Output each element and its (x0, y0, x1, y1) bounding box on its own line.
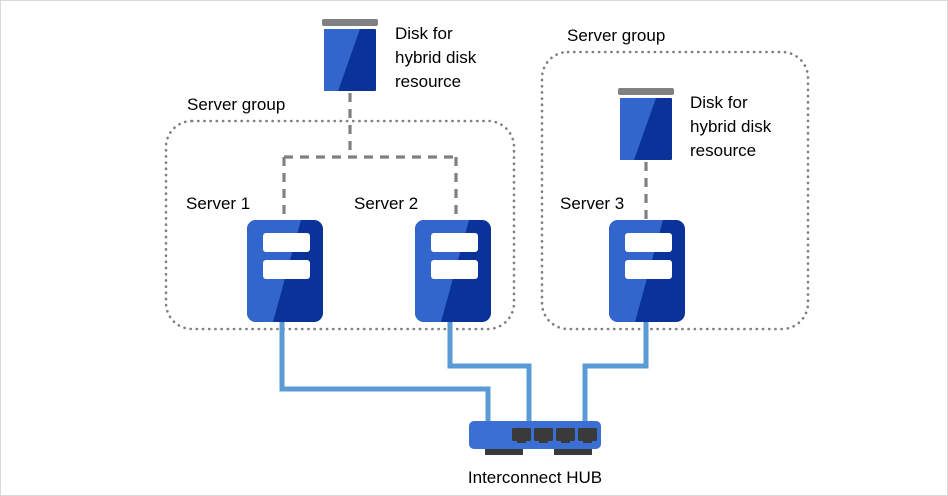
server-bar-3-bottom (625, 260, 672, 279)
server-icon-3 (609, 220, 685, 322)
cable-server-2-to-hub (447, 319, 532, 424)
disk-label-right-line-3: resource (690, 141, 756, 160)
hub-port-2 (534, 428, 553, 443)
disk-cap-left (322, 19, 378, 26)
disk-icon-right (618, 88, 674, 160)
server-1-label: Server 1 (186, 194, 250, 213)
disk-highlight-right (620, 98, 656, 160)
server-bar-2-bottom (431, 260, 478, 279)
server-bar-3-top (625, 233, 672, 252)
server-bar-1-top (263, 233, 310, 252)
server-icon-1 (247, 220, 323, 322)
hub-port-3 (556, 428, 575, 443)
server-group-label-right: Server group (567, 26, 665, 45)
hub-foot-right (554, 447, 592, 455)
disk-label-right-line-1: Disk for (690, 93, 748, 112)
server-2-label: Server 2 (354, 194, 418, 213)
hub-icon (469, 421, 601, 455)
server-icon-2 (415, 220, 491, 322)
disk-label-left-line-2: hybrid disk (395, 48, 477, 67)
disk-icon-left (322, 19, 378, 91)
disk-label-left-line-1: Disk for (395, 24, 453, 43)
server-group-box-right (540, 50, 810, 331)
hub-ports (512, 428, 597, 443)
cable-server-1-to-hub (279, 319, 491, 424)
cable-server-3-to-hub (582, 319, 649, 424)
server-bar-1-bottom (263, 260, 310, 279)
server-group-box-left (164, 119, 516, 331)
hub-label: Interconnect HUB (468, 468, 602, 487)
disk-cap-right (618, 88, 674, 95)
server-group-label-left: Server group (187, 95, 285, 114)
server-bar-2-top (431, 233, 478, 252)
hub-port-1 (512, 428, 531, 443)
disk-label-left-line-3: resource (395, 72, 461, 91)
disk-label-right-line-2: hybrid disk (690, 117, 772, 136)
hub-port-4 (578, 428, 597, 443)
hub-foot-left (485, 447, 523, 455)
disk-highlight-left (324, 29, 360, 91)
server-3-label: Server 3 (560, 194, 624, 213)
